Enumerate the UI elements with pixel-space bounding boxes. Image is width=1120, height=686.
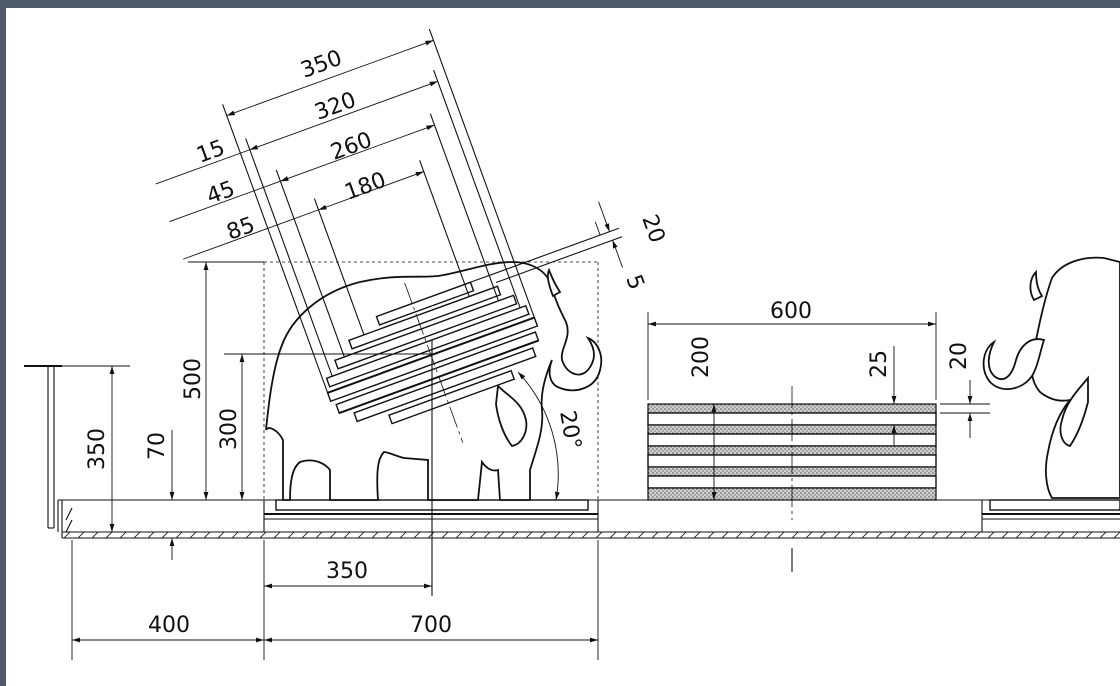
base-right — [981, 499, 1120, 532]
base-under-elephant — [263, 499, 599, 532]
dim-15: 15 — [194, 136, 229, 169]
dim-45: 45 — [204, 177, 239, 210]
tilted-stack — [155, 28, 623, 443]
dim-5-tilt: 5 — [620, 272, 648, 294]
drawing-canvas: 350 320 260 180 15 45 85 20 5 600 200 25 — [6, 8, 1120, 686]
dim-300: 300 — [217, 408, 242, 450]
angle-20-deg: 20° — [554, 409, 585, 452]
bottom-dimensions: 350 400 700 — [71, 540, 599, 660]
dim-25: 25 — [867, 350, 892, 378]
dim-20-right: 20 — [947, 342, 972, 370]
bounding-box — [263, 261, 599, 500]
dim-350-top: 350 — [298, 46, 346, 84]
dim-200: 200 — [689, 336, 714, 378]
dim-320: 320 — [312, 88, 360, 126]
flat-stack-dimensions: 600 200 25 20 — [647, 299, 990, 500]
flat-stack — [647, 386, 937, 572]
floor-section — [57, 499, 1120, 539]
elephant-silhouette — [265, 261, 603, 501]
dim-700: 700 — [410, 613, 452, 638]
elephant-silhouette-partial — [982, 256, 1120, 499]
dim-70: 70 — [145, 432, 170, 460]
dim-600: 600 — [770, 299, 812, 324]
dim-85: 85 — [224, 213, 259, 246]
technical-drawing: 350 320 260 180 15 45 85 20 5 600 200 25 — [24, 28, 1120, 660]
dim-180: 180 — [342, 168, 390, 206]
left-post — [24, 365, 62, 529]
dim-350-left: 350 — [85, 428, 110, 470]
dim-20-tilt: 20 — [636, 212, 669, 247]
dim-350-bottom: 350 — [326, 559, 368, 584]
tilted-dimension-labels: 350 320 260 180 15 45 85 20 5 — [194, 46, 670, 293]
dim-500: 500 — [181, 358, 206, 400]
left-dimensions: 500 300 350 70 — [62, 261, 432, 560]
dim-400: 400 — [148, 613, 190, 638]
dim-260: 260 — [328, 128, 376, 166]
